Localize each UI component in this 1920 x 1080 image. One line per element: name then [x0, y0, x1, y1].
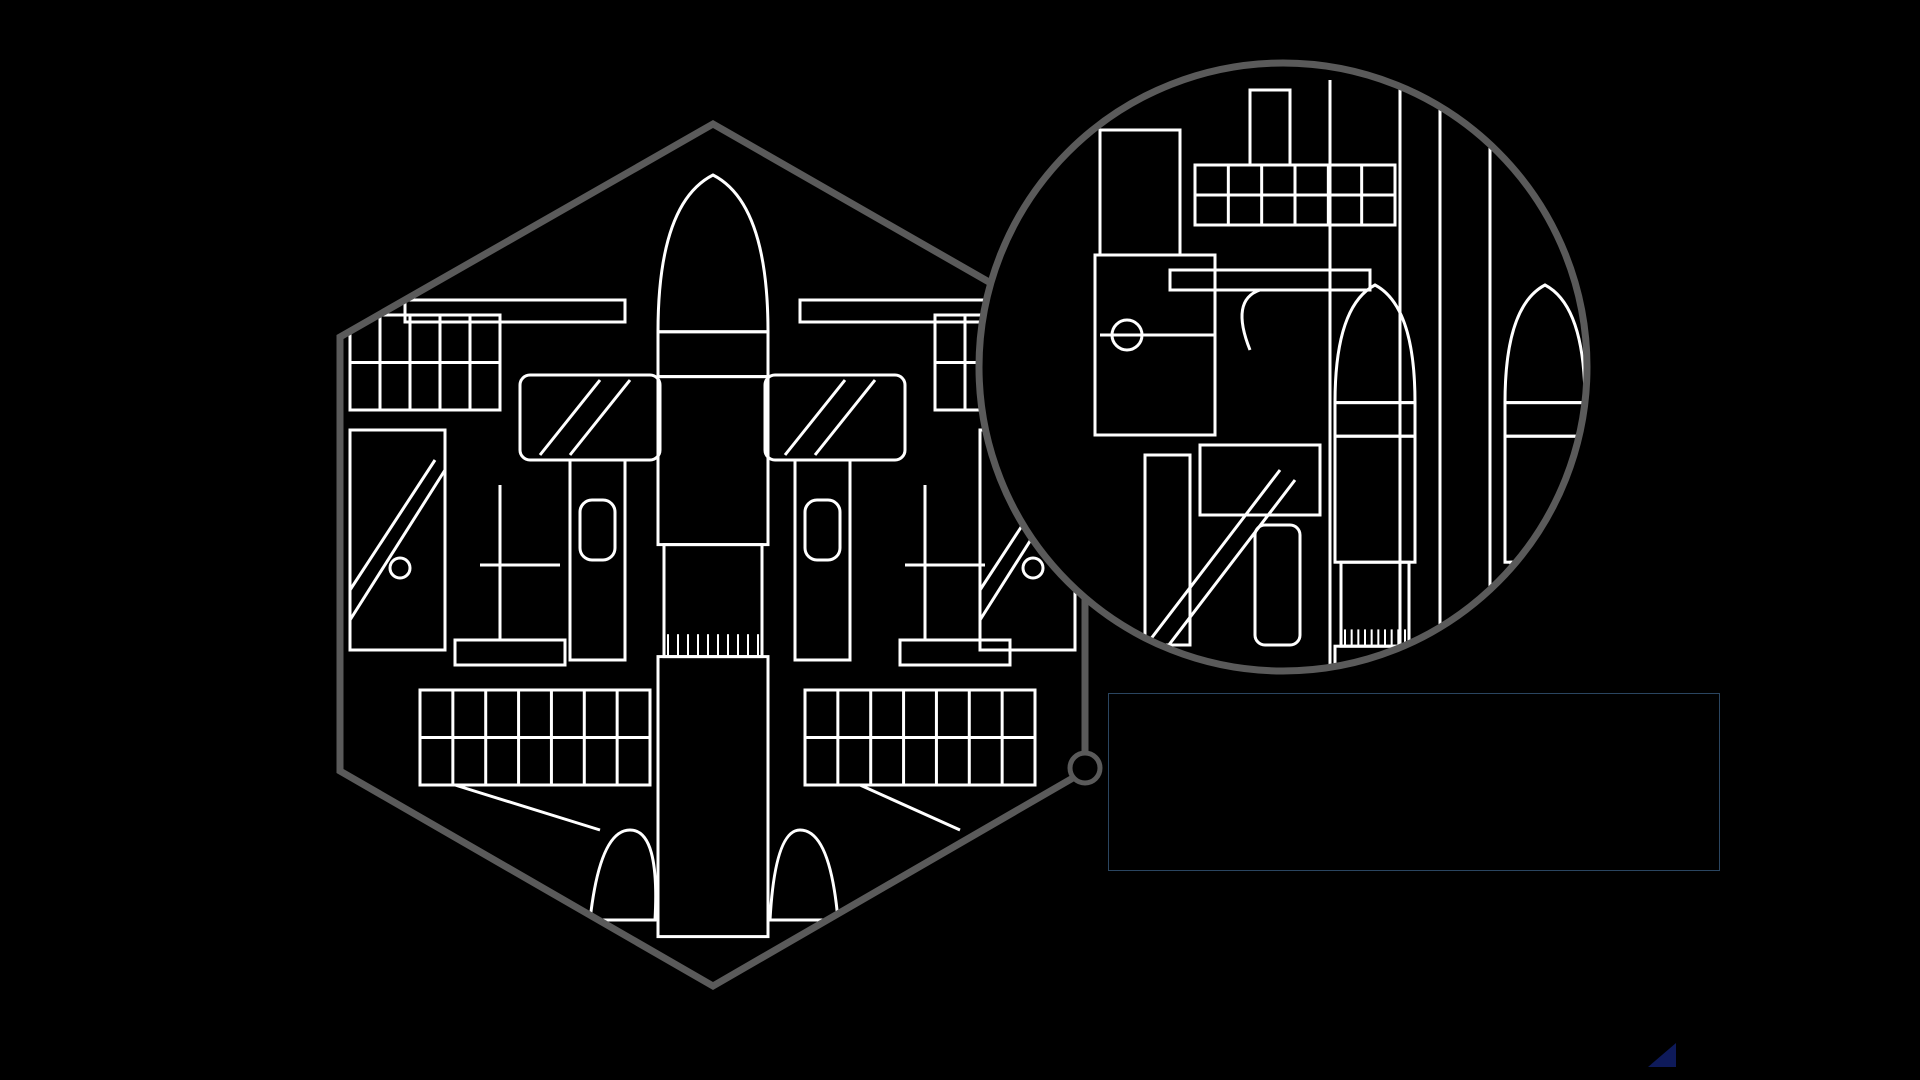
line-art-stroke [1253, 523, 1302, 647]
line-art-stroke [813, 379, 877, 456]
corner-triangle-mark [1648, 1043, 1676, 1067]
empty-text-box[interactable] [1108, 693, 1720, 871]
line-art-stroke [588, 828, 658, 922]
line-art-stroke [859, 783, 961, 832]
line-art-stroke [1240, 288, 1261, 351]
line-art-stroke [1021, 556, 1045, 580]
line-art-stroke [1098, 128, 1182, 257]
line-art-stroke [783, 379, 847, 456]
line-art-stroke [578, 498, 617, 562]
line-art-stroke [1163, 479, 1297, 651]
circle-zoom-callout [975, 59, 1591, 675]
line-art-stroke [898, 638, 1012, 667]
line-art-stroke [763, 373, 907, 462]
line-art-stroke [568, 458, 627, 662]
line-art-stroke [388, 556, 412, 580]
hexagon-image-frame [336, 119, 1089, 991]
line-art-stroke [656, 330, 770, 379]
line-art-stroke [403, 298, 627, 324]
line-art-stroke [454, 783, 601, 832]
line-art-stroke [1198, 443, 1322, 517]
line-art-stroke [656, 375, 770, 547]
line-art-stroke [1333, 644, 1417, 671]
circle-zoom-background [979, 63, 1587, 671]
connector-ring [1067, 750, 1103, 786]
line-art-stroke [1248, 88, 1292, 167]
line-art-stroke [793, 458, 852, 662]
line-art-stroke [656, 655, 770, 939]
line-art-stroke [1509, 560, 1581, 648]
line-art-stroke [803, 498, 842, 562]
line-art-stroke [1333, 283, 1417, 405]
line-art-stroke [348, 459, 437, 591]
line-art-stroke [1148, 469, 1282, 641]
line-art-stroke [1503, 283, 1587, 405]
line-art-stroke [768, 828, 840, 922]
line-art-stroke [1168, 268, 1372, 292]
line-art-stroke [518, 373, 662, 462]
line-art-stroke [348, 469, 447, 621]
line-art-stroke [568, 379, 632, 456]
line-art-stroke [538, 379, 602, 456]
line-art-stroke [656, 173, 770, 334]
hexagon-line-art [348, 173, 1085, 939]
line-art-stroke [453, 638, 567, 667]
line-art-stroke [348, 428, 447, 652]
